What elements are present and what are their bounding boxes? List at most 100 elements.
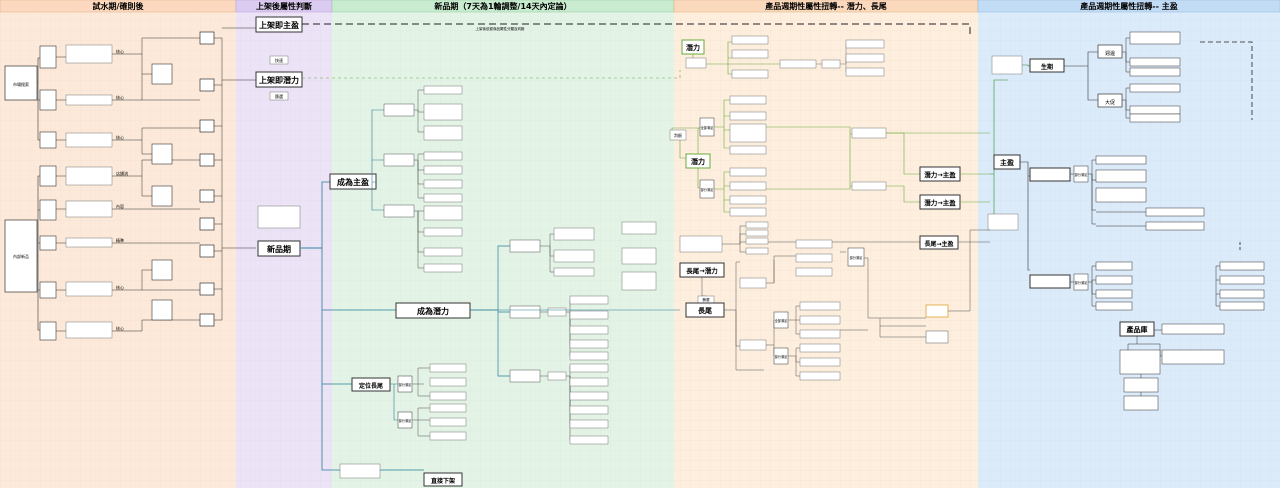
section-title-main: 產品週期性屬性扭轉-- 主盈 <box>1079 1 1177 11</box>
daily-leaf <box>1219 301 1265 311</box>
daily-phase-node[interactable] <box>1029 274 1071 289</box>
decision-boxes <box>199 31 215 327</box>
potential-leaf <box>621 247 657 265</box>
category-node[interactable] <box>39 281 57 299</box>
root-node-market[interactable] <box>4 65 38 101</box>
desc-box <box>65 200 113 218</box>
potential-leaf-mid <box>729 181 767 191</box>
longtail-leaf-3 <box>795 239 833 249</box>
shelf-note-box <box>257 205 301 229</box>
direct-remove-heading[interactable] <box>423 472 463 487</box>
criteria-leaf <box>423 125 463 141</box>
longtail-type-node[interactable] <box>739 339 767 351</box>
daily-leaf <box>1095 275 1133 285</box>
desc-box <box>65 281 113 297</box>
big-sale-phase-node[interactable] <box>1029 167 1071 182</box>
become-potential-heading[interactable] <box>395 302 471 319</box>
potential-leaf <box>553 267 595 277</box>
longtail-small <box>745 247 769 255</box>
criteria-leaf <box>423 85 463 95</box>
criteria-leaf <box>423 103 463 121</box>
decision-box[interactable] <box>199 217 215 231</box>
judge-box[interactable] <box>151 299 173 321</box>
decision-box[interactable] <box>199 153 215 167</box>
category-node[interactable] <box>39 89 57 111</box>
pass-mini <box>547 371 567 381</box>
longtail-main-heading[interactable] <box>919 235 959 250</box>
criteria-node[interactable] <box>383 204 415 218</box>
decision-box[interactable] <box>199 244 215 258</box>
criteria-node[interactable] <box>383 153 415 167</box>
potential-type-node[interactable] <box>509 369 541 383</box>
category-node[interactable] <box>39 45 57 69</box>
part-meet-label-2: 部分滿足 <box>399 418 413 423</box>
decision-box[interactable] <box>199 78 215 92</box>
longtail-type-node[interactable] <box>739 277 767 289</box>
category-node[interactable] <box>39 131 57 149</box>
decision-box[interactable] <box>199 313 215 327</box>
new-product-heading[interactable] <box>257 240 301 257</box>
decision-box[interactable] <box>199 189 215 203</box>
judge-box[interactable] <box>151 143 173 165</box>
potential-leaf-mid <box>729 123 767 143</box>
decision-orange[interactable] <box>925 304 949 318</box>
root-node-internal-label: 內部新品 <box>13 253 29 259</box>
grow-leaf <box>1129 83 1181 93</box>
judge-box[interactable] <box>151 259 173 281</box>
dashed-connector-mid <box>302 70 681 79</box>
decision-box[interactable] <box>199 31 215 45</box>
decision-plain[interactable] <box>925 330 949 344</box>
potential-type-node[interactable] <box>509 305 541 319</box>
longtail-leaf-3 <box>795 253 833 263</box>
decision-box[interactable] <box>199 119 215 133</box>
criteria-node[interactable] <box>383 103 415 117</box>
category-node[interactable] <box>39 199 57 221</box>
potential-type-node[interactable] <box>509 239 541 253</box>
big-sale-leaf <box>1145 221 1205 231</box>
grow-leaf <box>1129 67 1181 77</box>
longtail-leaves <box>429 363 467 441</box>
category-node[interactable] <box>39 235 57 251</box>
category-node[interactable] <box>39 321 57 341</box>
direct-remove-heading-text: 直接下架 <box>431 477 455 485</box>
longtail-leaf <box>429 417 467 427</box>
potential-leaf-2 <box>845 39 885 49</box>
longtail-heading-text: 長尾 <box>698 306 712 315</box>
quick-tag <box>269 55 289 65</box>
criteria-leaf <box>423 263 463 273</box>
main-root-text: 主盈 <box>1000 158 1014 167</box>
judge-box[interactable] <box>151 185 173 207</box>
potential-leaf-mid <box>729 167 767 177</box>
potential-leaf <box>621 271 657 291</box>
longtail-leaf <box>429 363 467 373</box>
shelf-potential-heading[interactable] <box>255 71 303 88</box>
longtail-leaf-4 <box>799 315 841 325</box>
part-meet-node-6[interactable] <box>1073 273 1089 291</box>
potential-leaf-mid <box>729 145 767 155</box>
judge-small-text: 判斷 <box>674 132 682 138</box>
desc-box <box>65 132 113 148</box>
main-intro-box <box>991 55 1023 75</box>
grow-leaf <box>1129 31 1181 45</box>
potential-heading-mid-text: 潛力 <box>691 157 705 166</box>
part-meet-node-5[interactable] <box>1073 165 1089 183</box>
become-potential-heading-text: 成為潛力 <box>417 306 449 316</box>
longtail-leaf <box>429 377 467 387</box>
become-main-heading[interactable] <box>329 173 377 190</box>
grow-node[interactable] <box>1029 58 1065 73</box>
potential-leaf <box>569 391 609 401</box>
trend-node[interactable] <box>1097 44 1123 59</box>
decision-box[interactable] <box>199 282 215 296</box>
part-meet-node-4[interactable] <box>847 247 865 267</box>
potential-leaf <box>569 405 609 415</box>
category-node[interactable] <box>39 165 57 187</box>
full-meet-label: 全部滿足 <box>701 125 715 130</box>
judge-small <box>669 129 687 141</box>
longtail-leaf-3 <box>795 267 833 277</box>
big-sale-node[interactable] <box>1097 93 1123 108</box>
position-longtail-heading[interactable] <box>351 377 391 392</box>
judge-box[interactable] <box>151 63 173 85</box>
potential-leaf-mid <box>729 111 767 121</box>
section-headers: 試水期/確則後 上架後屬性判斷 新品期（7天為1輪調整/14天內定論） 產品週期… <box>0 0 1280 13</box>
shelf-main-heading-text: 上架即主盈 <box>259 20 299 30</box>
